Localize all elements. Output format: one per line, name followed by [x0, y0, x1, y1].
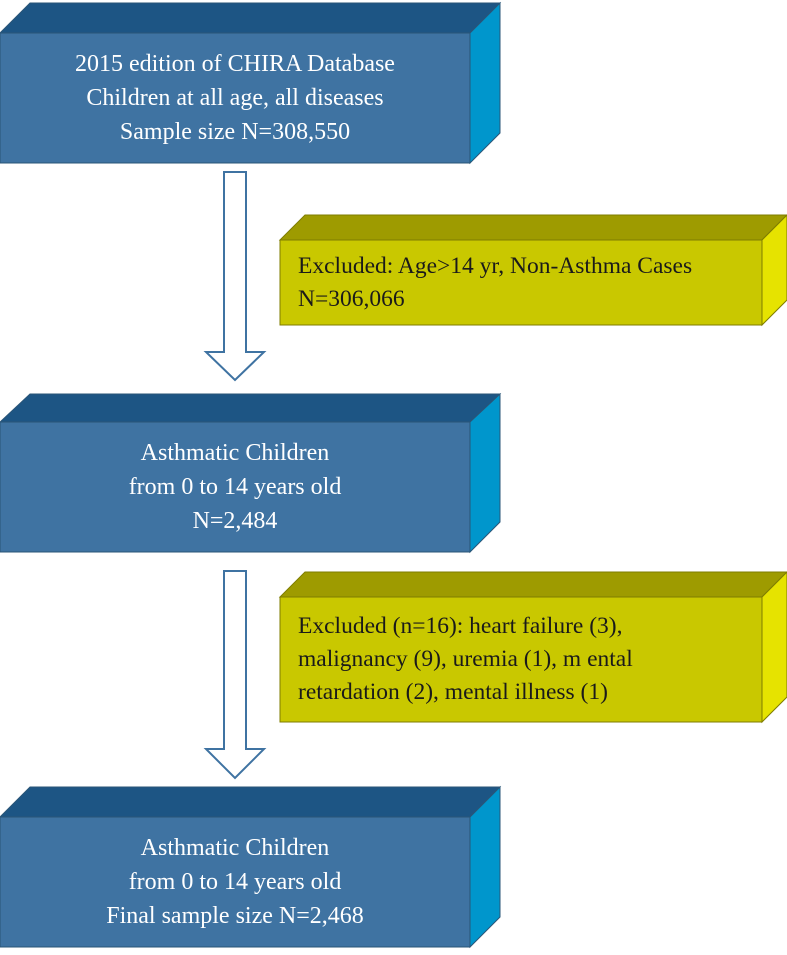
exclusion-box-2-side-face: [761, 571, 787, 724]
source-box-text: 2015 edition of CHIRA Database Children …: [0, 33, 470, 163]
intermediate-box: [0, 392, 502, 554]
exclusion-box-2: [278, 571, 787, 724]
intermediate-box-text: Asthmatic Children from 0 to 14 years ol…: [0, 422, 470, 552]
final-box-line-1: Asthmatic Children: [140, 835, 330, 861]
final-box: [0, 785, 502, 949]
exclusion-box-1-line-2: N=306,066: [298, 285, 405, 312]
source-box-line-2: Children at all age, all diseases: [86, 85, 384, 111]
exclusion-box-1-front-face: [279, 239, 763, 326]
final-box-line-3: Final sample size N=2,468: [106, 903, 364, 929]
intermediate-box-line-1: Asthmatic Children: [140, 440, 330, 466]
intermediate-box-side-face: [469, 392, 501, 554]
exclusion-box-2-line-1: Excluded (n=16): heart failure (3),: [298, 613, 623, 639]
exclusion-box-1-line-1: Excluded: Age>14 yr, Non-Asthma Cases: [298, 252, 693, 279]
exclusion-box-1-text: Excluded: Age>14 yr, Non-Asthma Cases N=…: [280, 240, 762, 325]
exclusion-box-2-line-3: retardation (2), mental illness (1): [298, 679, 608, 705]
exclusion-box-2-line-2: malignancy (9), uremia (1), m ental: [298, 646, 633, 672]
intermediate-box-front-face: [0, 421, 471, 553]
down-arrow-2: [203, 570, 267, 780]
source-box-line-1: 2015 edition of CHIRA Database: [75, 51, 395, 77]
source-box-front-face: [0, 32, 471, 164]
final-box-text: Asthmatic Children from 0 to 14 years ol…: [0, 817, 470, 947]
final-box-line-2: from 0 to 14 years old: [128, 869, 342, 895]
source-box-top-face: [0, 2, 502, 34]
exclusion-box-2-top-face: [278, 571, 787, 598]
source-box: [0, 1, 502, 165]
final-box-front-face: [0, 816, 471, 948]
intermediate-box-top-face: [0, 393, 502, 423]
intermediate-box-line-2: from 0 to 14 years old: [128, 474, 342, 500]
down-arrow-1: [203, 171, 267, 382]
intermediate-box-line-3: N=2,484: [192, 508, 278, 534]
exclusion-box-1: [278, 214, 787, 327]
final-box-top-face: [0, 786, 502, 818]
exclusion-box-2-front-face: [279, 596, 763, 723]
exclusion-box-1-top-face: [278, 214, 787, 241]
exclusion-box-2-text: Excluded (n=16): heart failure (3), mali…: [280, 597, 762, 722]
source-box-line-3: Sample size N=308,550: [119, 119, 351, 145]
